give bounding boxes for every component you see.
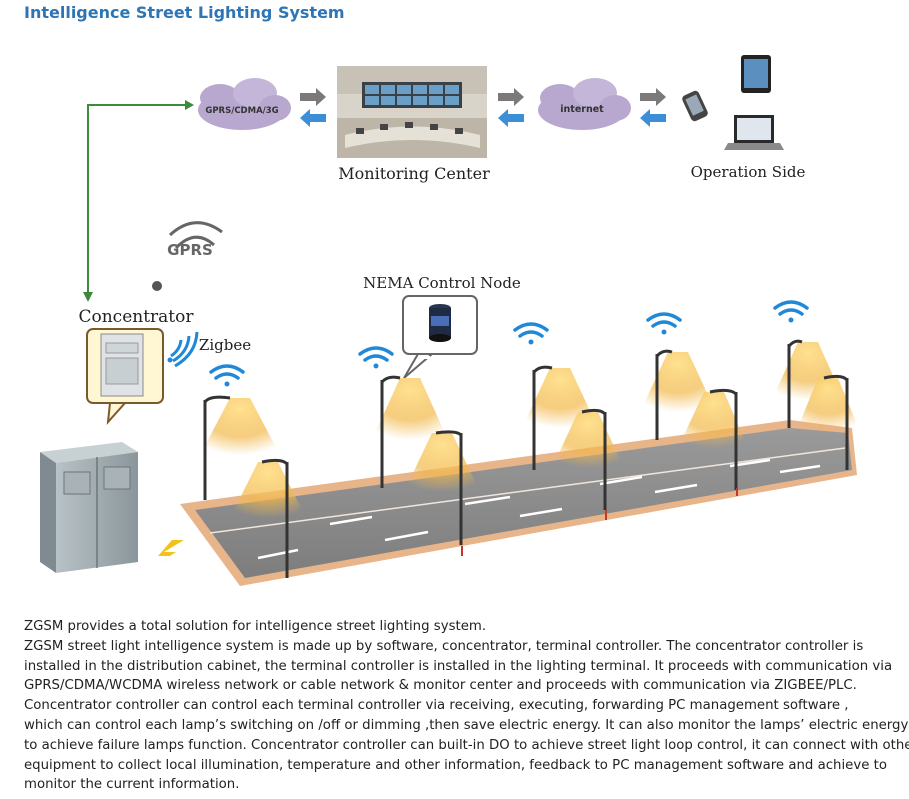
gprs-cloud: GPRS/CDMA/3G [198,78,291,130]
monitoring-center-label: Monitoring Center [338,164,490,183]
description-line: installed in the distribution cabinet, t… [24,658,893,674]
concentrator-device [86,328,164,425]
laptop-icon [724,115,784,150]
description-text: ZGSM provides a total solution for intel… [24,617,909,795]
road [180,420,857,586]
wifi-icon [358,346,394,369]
wifi-icon [646,312,682,335]
internet-cloud: internet [538,78,631,130]
wifi-icon [209,364,245,387]
gprs-signal-icon [152,221,223,291]
operation-side-label: Operation Side [691,163,806,181]
road-markers [461,488,738,556]
tablet-icon [741,55,771,93]
arrows-internet-operation [640,88,666,127]
nema-control-node [402,295,478,379]
description-line: which can control each lamp’s switching … [24,717,909,733]
street-lamp [640,349,716,440]
page-title: Intelligence Street Lighting System [24,3,345,22]
description-line: ZGSM provides a total solution for intel… [24,619,487,634]
description-line: ZGSM street light intelligence system is… [24,638,864,654]
street-lamp [230,458,306,578]
street-lighting-diagram: GPRS/CDMA/3G Monitoring Center internet [40,55,860,586]
smartphone-icon [682,90,708,122]
wifi-icon [513,322,549,345]
wifi-icon [773,300,809,323]
street-lamps [200,339,860,578]
street-lamp [372,375,448,488]
concentrator-label: Concentrator [78,307,194,327]
distribution-cabinet [40,442,138,573]
arrows-cloud-monitor [300,88,326,127]
internet-cloud-label: internet [560,104,604,115]
lamp-wifi-icons [209,300,809,387]
description-line: equipment to collect local illumination,… [24,757,887,773]
description-line: Concentrator controller can control each… [24,698,849,714]
description-line: monitor the current information. [24,777,240,793]
zigbee-wifi-icon [167,331,199,368]
arrows-monitor-internet [498,88,524,127]
description-line: GPRS/CDMA/WCDMA wireless network or cabl… [24,678,857,694]
lightning-icon [148,540,184,570]
street-lamp [678,388,748,490]
street-lamp [200,395,280,500]
street-lamp [552,408,624,510]
gprs-signal-label: GPRS [167,241,213,259]
street-lamp [404,430,480,545]
street-lamp [796,374,860,470]
description-line: to achieve failure lamps function. Conce… [24,737,909,753]
nema-label: NEMA Control Node [363,274,521,292]
zigbee-label: Zigbee [199,336,251,354]
monitoring-center-image [337,66,487,158]
concentrator-uplink-line [83,100,194,302]
gprs-cloud-label: GPRS/CDMA/3G [205,106,278,116]
